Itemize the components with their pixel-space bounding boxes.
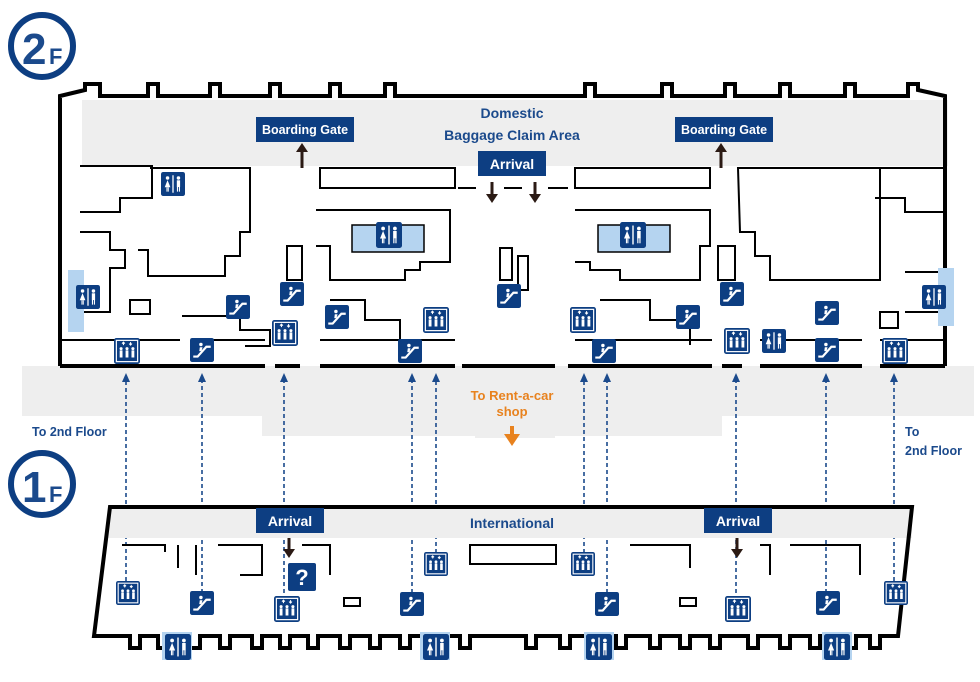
restroom-area [938,268,954,326]
escalator-icon [497,284,521,308]
escalator-icon [226,295,250,319]
boarding-gate-right-sign: Boarding Gate [675,117,773,168]
elevator-icon [423,307,449,333]
restroom-icon [922,285,946,309]
restroom-icon [161,172,185,196]
boarding-gate-right-label: Boarding Gate [681,123,767,137]
escalator-icon [815,338,839,362]
to-2nd-floor-right-line1: To [905,425,920,439]
floor-2-arrival-sign: Arrival [478,151,546,203]
elevator-icon [571,552,595,576]
floor-2-arrival-label: Arrival [490,156,534,172]
information-symbol: ? [295,565,308,590]
elevator-icon [725,596,751,622]
connector [280,373,288,600]
elevator-icon [570,307,596,333]
international-band [108,508,912,538]
floor-2-rent-a-car-walkway [475,416,555,438]
boarding-gate-left-label: Boarding Gate [262,123,348,137]
escalator-icon [595,592,619,616]
restroom-icon [423,634,449,660]
rent-a-car-label-line1: To Rent-a-car [471,388,554,403]
connector [822,373,830,600]
information-icon: ? [288,563,316,591]
elevator-icon [882,338,908,364]
escalator-icon [400,592,424,616]
restroom-icon [824,634,850,660]
domestic-label: Domestic [480,105,543,121]
elevator-icon [274,596,300,622]
escalator-icon [816,591,840,615]
floor-2-badge-number: 2 [22,25,46,74]
connector [603,373,611,600]
to-2nd-floor-left-label: To 2nd Floor [32,425,107,439]
escalator-icon [815,301,839,325]
elevator-icon [884,581,908,605]
escalator-icon [676,305,700,329]
elevator-icon [424,552,448,576]
escalator-icon [720,282,744,306]
floor-1-rooms [122,544,861,607]
restroom-icon [165,634,191,660]
escalator-icon [325,305,349,329]
rent-a-car-label-line2: shop [496,404,527,419]
elevator-icon [724,328,750,354]
floor-2-badge: 2 F [8,12,76,80]
escalator-icon [190,338,214,362]
elevator-icon [116,581,140,605]
floor-1-badge-letter: F [49,482,62,507]
escalator-icon [190,591,214,615]
floor-1: 1 F International Arrival Arrival [8,450,915,660]
rent-a-car-arrow-icon [504,426,520,446]
restroom-icon [586,634,612,660]
escalator-icon [398,339,422,363]
elevator-icon [272,320,298,346]
floor-1-badge-number: 1 [22,463,46,512]
restroom-icon [76,285,100,309]
floor-2-top-wall [58,82,947,366]
floor-1-arrival-left-sign: Arrival [256,508,324,558]
connector [408,373,416,600]
floor-2-outer-corridor [22,366,974,416]
connector [732,373,740,600]
floor-1-arrival-right-label: Arrival [716,513,760,529]
escalator-icon [280,282,304,306]
connector [122,373,130,588]
restroom-icon [762,329,786,353]
escalator-icon [592,339,616,363]
boarding-gate-left-sign: Boarding Gate [256,117,354,168]
to-2nd-floor-right-line2: 2nd Floor [905,444,962,458]
baggage-claim-area-label: Baggage Claim Area [444,127,580,143]
restroom-icon [620,222,646,248]
floor-2-rooms [80,165,946,347]
floor-1-arrival-right-sign: Arrival [704,508,772,558]
elevator-icon [114,338,140,364]
international-label: International [470,515,554,531]
connector [890,373,898,588]
connector [198,373,206,600]
floor-1-badge: 1 F [8,450,76,518]
floor-2: 2 F [8,12,974,446]
restroom-icon [376,222,402,248]
floor-1-arrival-left-label: Arrival [268,513,312,529]
floor-1-outer-wall [91,505,915,650]
floor-2-badge-letter: F [49,44,62,69]
